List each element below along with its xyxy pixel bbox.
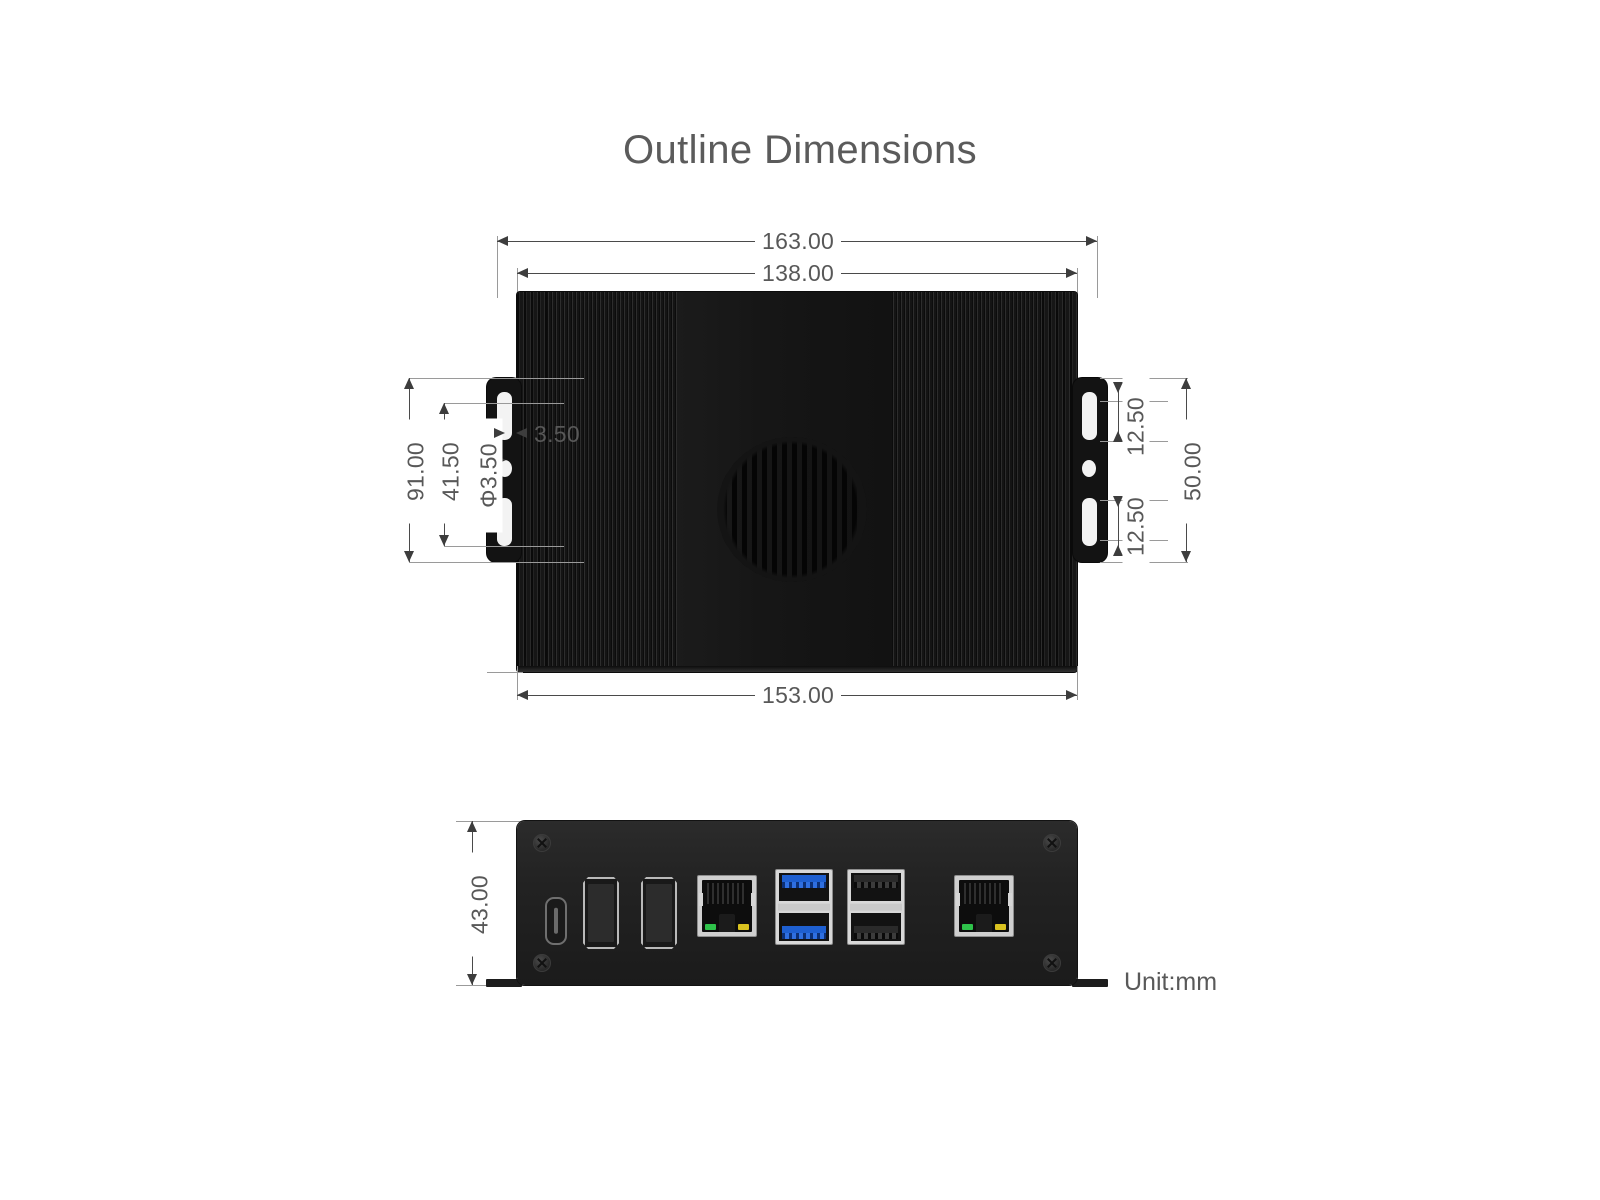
ethernet-port-1-clip-left [699,892,703,906]
usb2-lower-tongue [854,926,898,940]
ethernet-port-1 [697,875,757,937]
hdmi-port-2 [641,877,677,949]
extension-line-43-top [456,821,531,822]
ethernet-port-1-clip-right [751,892,755,906]
ethernet-port-2-clip-left [956,892,960,906]
dimension-label-12-5-bottom: 12.50 [1122,474,1150,579]
hdmi-port-1 [583,877,619,949]
arrow-163-left [497,236,508,246]
heatsink-fins-left-fine [547,292,677,672]
dimension-label-3-5: 3.50 [534,421,580,447]
heatsink-fins-right-fine [892,292,1042,672]
arrow-41-5-top [439,403,449,414]
enclosure-bottom-edge [517,666,1077,672]
extension-line-41-bottom [444,546,564,547]
usb3-port-upper [779,873,829,902]
ethernet-port-2-clip-right [1008,892,1012,906]
usb2-port-upper [851,873,901,902]
stand-foot-right [1072,979,1108,987]
arrow-50-bottom [1181,551,1191,562]
bracket-slot-right-top [1082,392,1097,440]
usb3-port-stack [775,869,833,945]
extension-line-153-right [1077,666,1078,700]
mounting-bracket-right [1073,378,1107,562]
arrow-91-top [404,378,414,389]
screw-top-right [1043,834,1061,852]
arrow-50-top [1181,378,1191,389]
arrow-138-right [1066,268,1077,278]
usb3-divider [778,903,830,911]
arrow-43-bottom [467,974,477,985]
arrow-12-5-top-b [1113,431,1123,442]
extension-line-41-top [444,403,564,404]
vent-circle-mask [717,437,867,582]
dimension-label-163: 163.00 [755,228,842,255]
screw-top-left [533,834,551,852]
extension-line-153-left [517,666,518,700]
ethernet-port-2-pins [964,883,1004,904]
arrow-3-5-left [494,428,505,438]
extension-line-91-top [409,378,584,379]
usb3-upper-tongue [782,875,826,888]
screw-bottom-right [1043,954,1061,972]
usb2-divider [850,903,902,911]
extension-line-left-body [517,268,518,298]
bracket-hole-right-center [1082,460,1096,477]
io-panel-front-view [517,821,1077,985]
hdmi-port-1-inner [588,884,614,942]
ethernet-port-2 [954,875,1014,937]
extension-line-right-body [1077,268,1078,298]
screw-bottom-left [533,954,551,972]
circular-vent-grille [717,437,867,582]
heatsink-fins-right [1042,292,1077,672]
arrow-41-5-bottom [439,535,449,546]
dimension-label-91: 91.00 [402,419,430,524]
arrow-43-top [467,821,477,832]
ethernet-port-2-body [959,880,1009,932]
unit-note: Unit:mm [1124,968,1218,996]
dimension-label-50: 50.00 [1179,419,1207,524]
arrow-153-right [1066,690,1077,700]
extension-line-left-outer [497,236,498,298]
usb2-port-lower [851,912,901,941]
bracket-slot-right-bottom [1082,498,1097,546]
arrow-91-bottom [404,551,414,562]
stand-foot-left [486,979,522,987]
ethernet-port-1-led-amber [738,924,749,930]
arrow-138-left [517,268,528,278]
arrow-12-5-bottom-a [1113,496,1123,507]
extension-line-91-bottom [409,562,584,563]
ethernet-port-1-led-green [705,924,716,930]
extension-line-153-tick [487,672,523,673]
ethernet-port-1-tab [719,914,735,932]
arrow-12-5-top-a [1113,382,1123,393]
ethernet-port-2-led-green [962,924,973,930]
usb2-port-stack [847,869,905,945]
usb2-upper-tongue [854,875,898,888]
ethernet-port-1-pins [707,883,747,904]
hdmi-port-2-inner [646,884,672,942]
arrow-163-right [1086,236,1097,246]
usb-c-tongue [554,907,558,935]
dimension-label-43: 43.00 [466,852,494,957]
usb3-port-lower [779,912,829,941]
ethernet-port-1-body [702,880,752,932]
dimension-line-12-5-top [1118,386,1119,442]
arrow-153-left [517,690,528,700]
ethernet-port-2-led-amber [995,924,1006,930]
dimension-label-41-5: 41.50 [437,419,465,524]
ethernet-port-2-tab [976,914,992,932]
arrow-3-5-right [516,428,527,438]
enclosure-top-view [517,292,1077,672]
usb3-lower-tongue [782,926,826,940]
heatsink-fins-left [517,292,547,672]
extension-line-right-outer [1097,236,1098,298]
dimension-line-12-5-bottom [1118,500,1119,556]
dimension-label-138: 138.00 [755,260,842,287]
dimension-label-153: 153.00 [755,682,842,709]
page-title: Outline Dimensions [622,128,978,172]
usb-c-port [545,897,567,945]
dimension-label-12-5-top: 12.50 [1122,374,1150,479]
arrow-12-5-bottom-b [1113,545,1123,556]
